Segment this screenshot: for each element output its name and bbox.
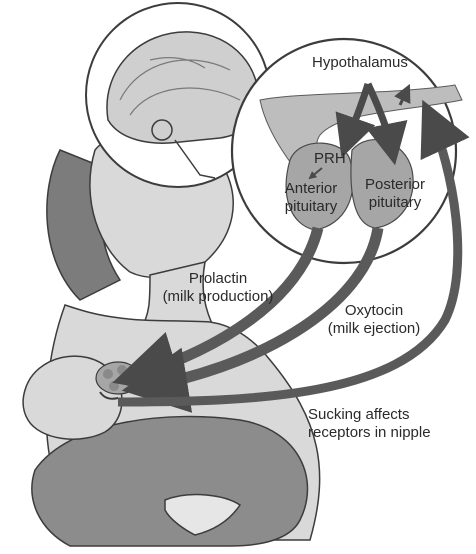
sucking-label: Sucking affects receptors in nipple xyxy=(308,406,431,442)
posterior-label-line1: Posterior xyxy=(360,176,430,194)
posterior-label-line2: pituitary xyxy=(360,194,430,212)
prolactin-label: Prolactin (milk production) xyxy=(160,270,276,306)
prh-label: PRH xyxy=(314,150,346,168)
sucking-label-line1: Sucking affects xyxy=(308,406,431,424)
anterior-label-line1: Anterior xyxy=(280,180,342,198)
hypothalamus-label: Hypothalamus xyxy=(312,54,408,72)
anterior-pituitary-label: Anterior pituitary xyxy=(280,180,342,216)
prolactin-label-line2: (milk production) xyxy=(160,288,276,306)
oxytocin-label-line1: Oxytocin xyxy=(318,302,430,320)
sucking-label-line2: receptors in nipple xyxy=(308,424,431,442)
posterior-pituitary-label: Posterior pituitary xyxy=(360,176,430,212)
oxytocin-label-line2: (milk ejection) xyxy=(318,320,430,338)
anterior-label-line2: pituitary xyxy=(280,198,342,216)
prolactin-label-line1: Prolactin xyxy=(160,270,276,288)
oxytocin-label: Oxytocin (milk ejection) xyxy=(318,302,430,338)
